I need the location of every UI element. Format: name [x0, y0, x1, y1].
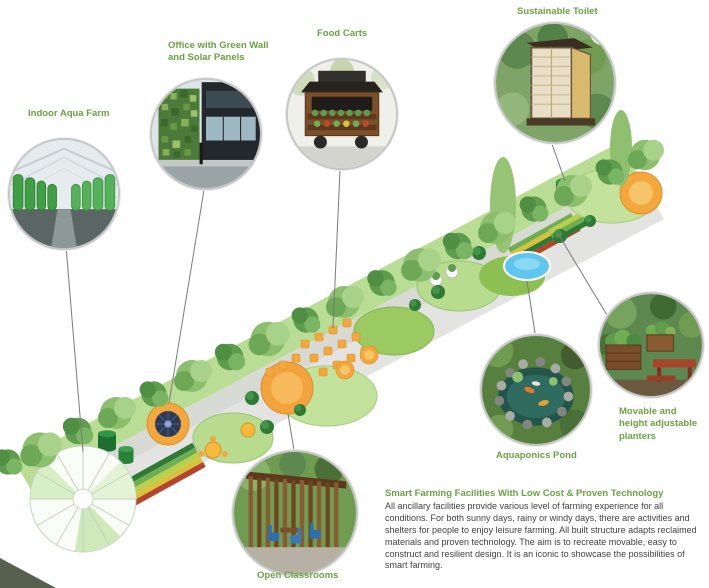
- movable-planters-photo: [598, 292, 704, 398]
- food-carts-photo-art: [288, 60, 396, 168]
- connector-line: [332, 169, 341, 329]
- indoor-aqua-farm-photo-art: [10, 140, 118, 248]
- label-movable-planters: Movable and height adjustable planters: [619, 406, 698, 442]
- green-wall-texture: [160, 89, 198, 158]
- movable-planters-photo-art: [600, 294, 702, 396]
- round-tables: [198, 422, 256, 459]
- blue-chairs: [268, 522, 321, 544]
- food-carts-photo: [286, 58, 398, 170]
- open-classrooms-photo-art: [234, 452, 356, 574]
- timber-slats: [248, 476, 339, 548]
- connector-line: [65, 245, 84, 453]
- connector-line: [287, 413, 295, 451]
- aquaponics-pond-photo: [480, 334, 592, 446]
- open-classrooms-photo: [232, 450, 358, 576]
- connector-line: [526, 280, 536, 334]
- geodesic-dome: [29, 445, 137, 553]
- pond-marker: [503, 251, 551, 281]
- connector-line: [551, 143, 566, 182]
- description-body: All ancillary facilities provide various…: [385, 501, 697, 571]
- planter-box: [605, 329, 642, 370]
- label-office-green-wall: Office with Green Wall and Solar Panels: [168, 40, 269, 64]
- orange-deck-marker: [619, 171, 663, 215]
- aquaponics-pond-photo-art: [482, 336, 590, 444]
- office-green-wall-photo-art: [152, 80, 260, 188]
- furniture-cluster: [265, 318, 379, 380]
- label-indoor-aqua-farm: Indoor Aqua Farm: [28, 108, 110, 119]
- solar-platform-marker: [146, 402, 190, 446]
- description-block: Smart Farming Facilities With Low Cost &…: [385, 488, 707, 572]
- label-aquaponics-pond: Aquaponics Pond: [496, 450, 577, 461]
- indoor-aqua-farm-photo: [8, 138, 120, 250]
- red-table: [646, 359, 696, 382]
- label-sustainable-toilet: Sustainable Toilet: [517, 6, 598, 17]
- sustainable-toilet-photo-art: [496, 24, 614, 142]
- connector-lines: [65, 143, 608, 453]
- planter-box: [645, 321, 676, 352]
- office-green-wall-photo: [150, 78, 262, 190]
- sustainable-toilet-photo: [494, 22, 616, 144]
- label-food-carts: Food Carts: [317, 28, 368, 39]
- description-heading: Smart Farming Facilities With Low Cost &…: [385, 488, 664, 499]
- connector-line: [556, 231, 608, 316]
- shrubs: [245, 215, 596, 434]
- connector-line: [168, 189, 205, 404]
- label-open-classrooms: Open Classrooms: [257, 570, 339, 581]
- corner-wedge: [0, 558, 56, 588]
- white-planters: [429, 264, 459, 287]
